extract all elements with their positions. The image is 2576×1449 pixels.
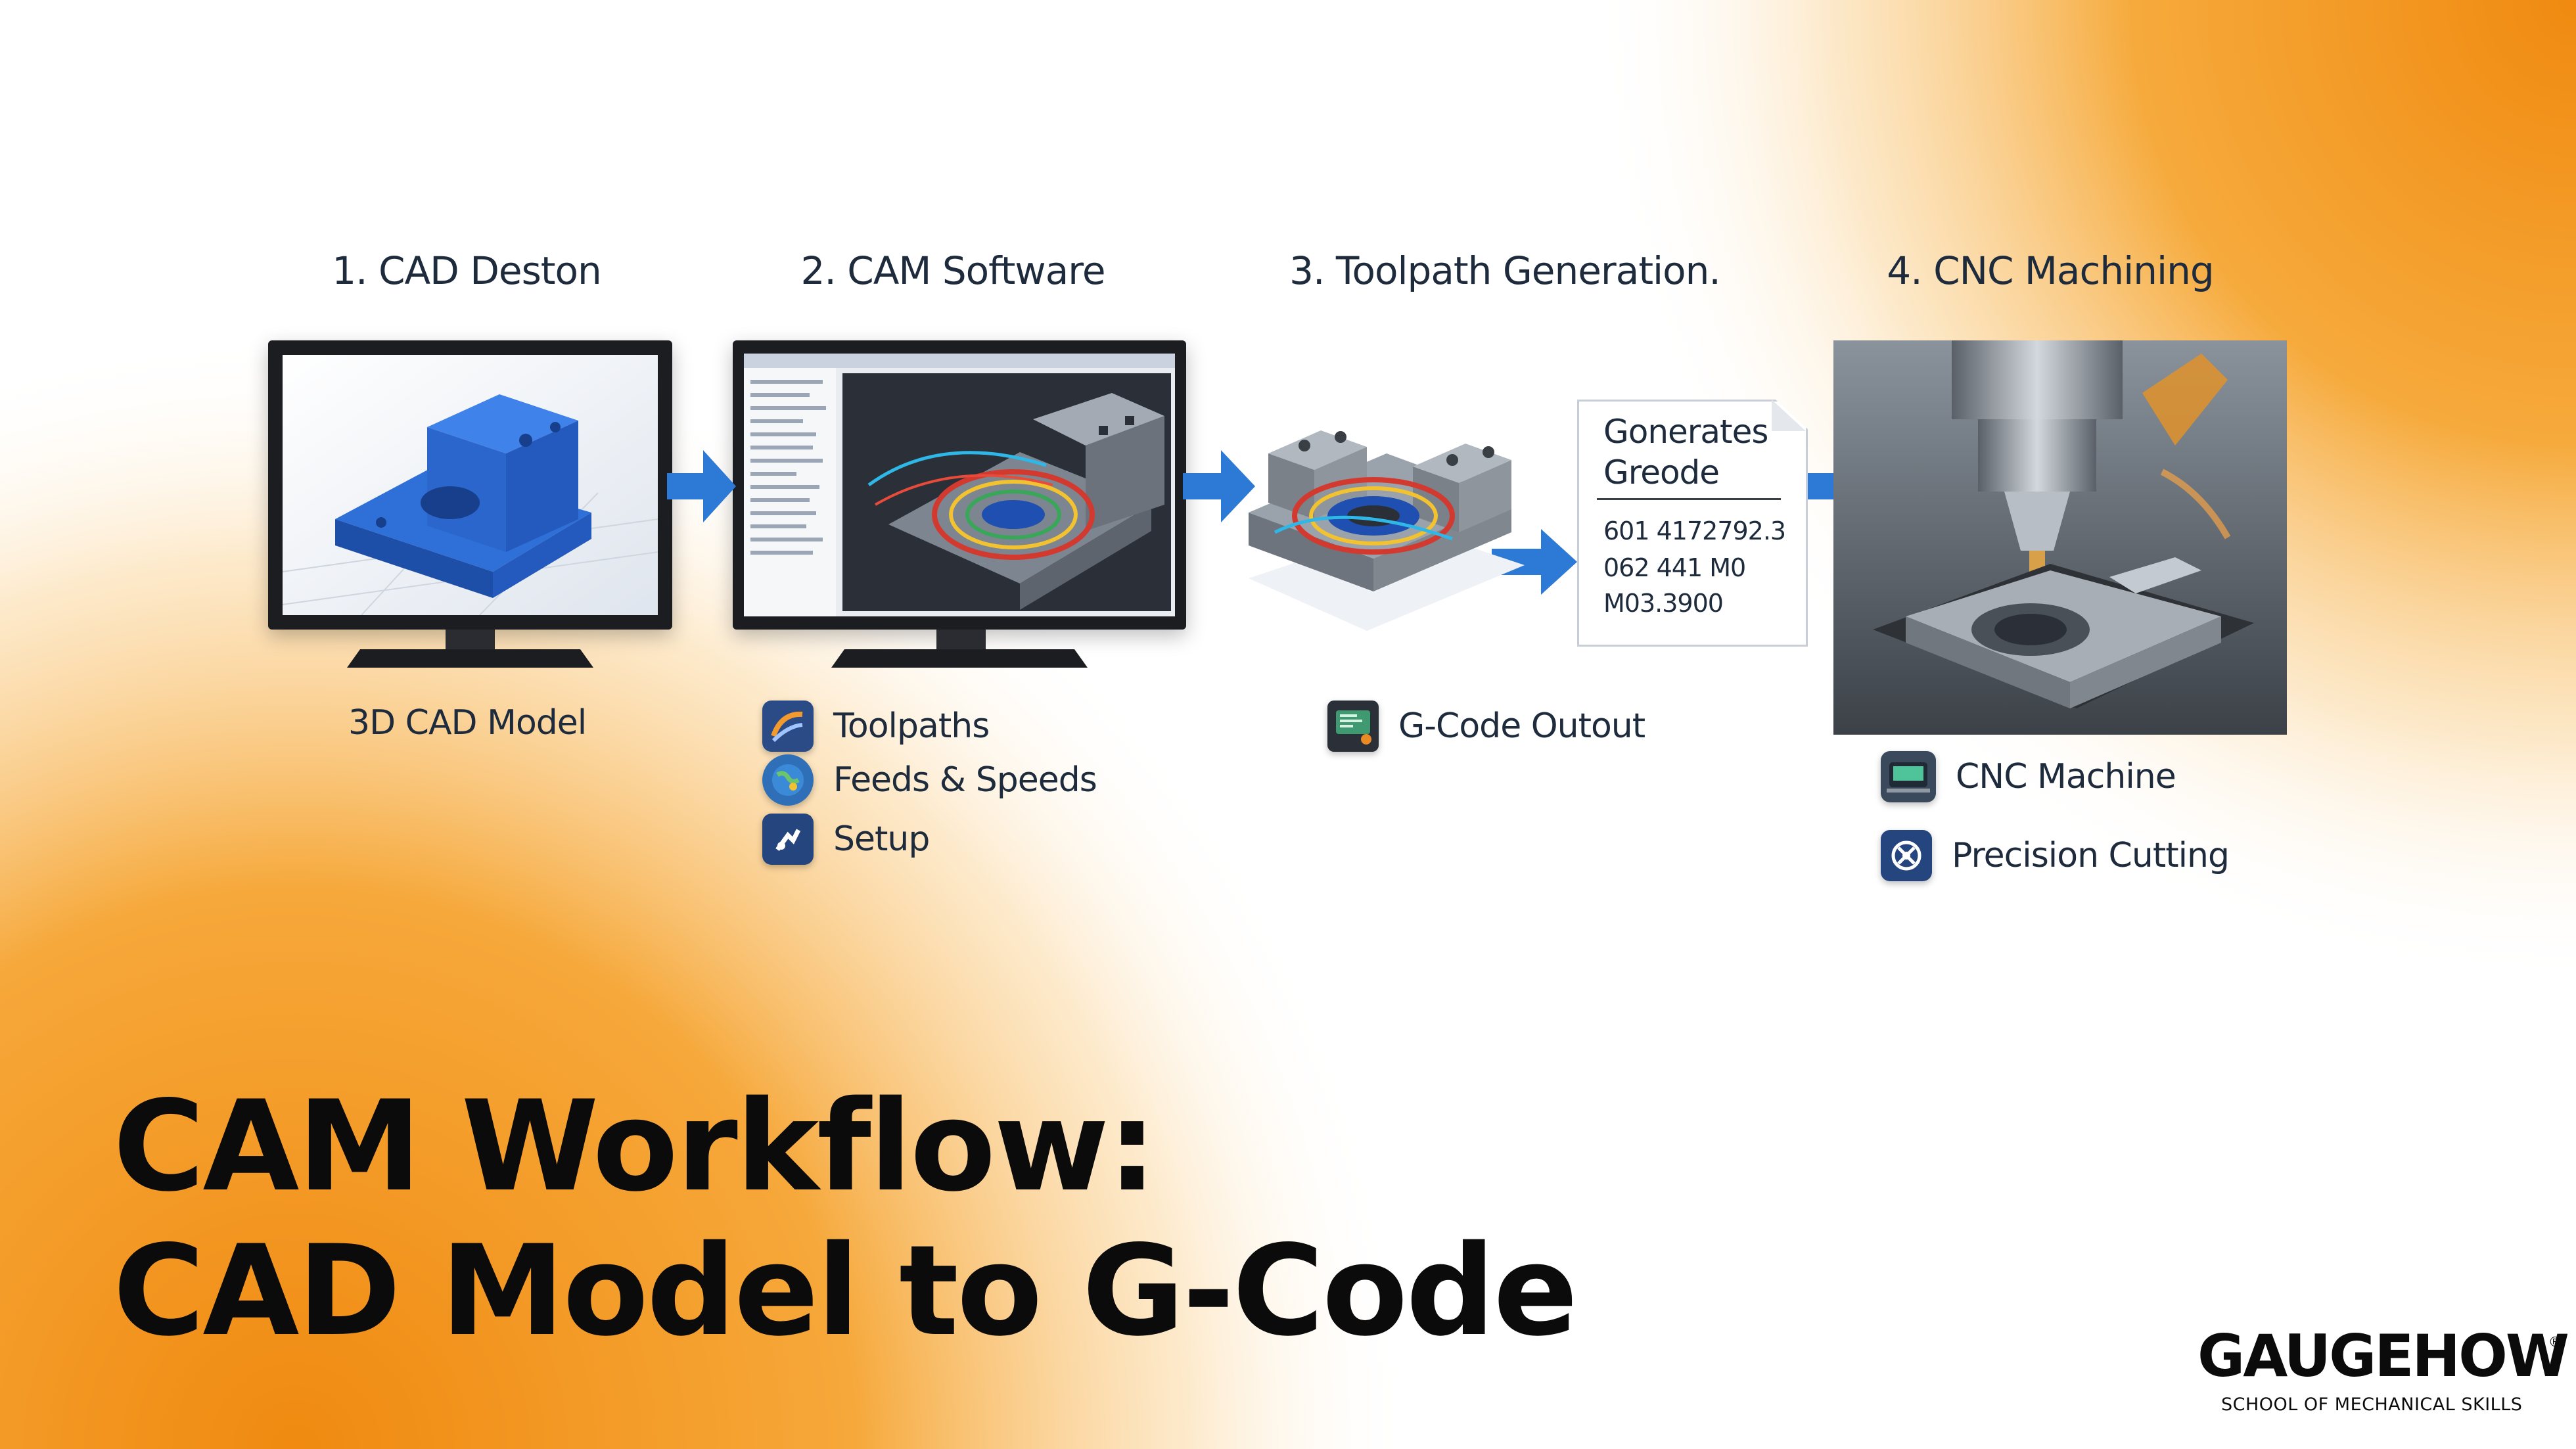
cam-software-screen [744, 354, 1175, 616]
step-1-title: 1. CAD Deston [332, 248, 602, 293]
step-1-caption: 3D CAD Model [348, 703, 587, 743]
gcode-line-3: M03.3900 [1603, 589, 1724, 618]
toolpath-part-illustration [1249, 430, 1525, 631]
gcode-heading-divider [1597, 498, 1781, 500]
feature-label-feeds-speeds: Feeds & Speeds [833, 760, 1097, 800]
brand-registered-mark: ® [2548, 1334, 2562, 1350]
step-2-title: 2. CAM Software [800, 248, 1105, 293]
cad-model-screen [283, 355, 658, 615]
gcode-heading-line-1: Gonerates [1603, 413, 1768, 451]
gcode-line-2: 062 441 M0 [1603, 553, 1746, 582]
computer-terminal-icon [1327, 701, 1379, 752]
feature-precision-cutting: Precision Cutting [1881, 828, 2230, 883]
arrow-1 [667, 450, 736, 522]
feature-label-toolpaths: Toolpaths [833, 706, 990, 746]
headline-line-2: CAD Model to G-Code [113, 1218, 1578, 1364]
toolpath-icon [762, 701, 814, 752]
arrow-3 [1492, 529, 1577, 595]
setup-icon [762, 814, 814, 865]
brand-tagline: SCHOOL OF MECHANICAL SKILLS [2221, 1394, 2523, 1415]
globe-icon [762, 754, 814, 806]
cam-monitor-stand [831, 630, 1088, 668]
feature-setup: Setup [762, 812, 930, 867]
gcode-output: G-Code Outout [1327, 699, 1645, 754]
step-3-title: 3. Toolpath Generation. [1289, 248, 1721, 293]
feature-label-cnc-machine: CNC Machine [1956, 757, 2176, 796]
feature-toolpaths: Toolpaths [762, 699, 990, 754]
feature-feeds-speeds: Feeds & Speeds [762, 752, 1097, 808]
gcode-document [1577, 400, 1808, 647]
feature-cnc-machine: CNC Machine [1881, 749, 2176, 804]
gcode-line-1: 601 4172792.3 [1603, 517, 1786, 545]
headline-line-1: CAM Workflow: [113, 1074, 1157, 1219]
cnc-machine-icon [1881, 751, 1936, 802]
feature-label-precision-cutting: Precision Cutting [1952, 836, 2230, 875]
brand-logo-name: GAUGEHOW [2197, 1322, 2569, 1390]
cad-monitor-stand [347, 630, 593, 668]
gcode-heading-line-2: Greode [1603, 453, 1720, 492]
cnc-machining-photo [1833, 340, 2287, 735]
arrow-2 [1183, 450, 1255, 522]
gcode-output-label: G-Code Outout [1398, 706, 1645, 746]
step-4-title: 4. CNC Machining [1887, 248, 2214, 293]
cutting-tool-icon [1881, 830, 1932, 881]
feature-label-setup: Setup [833, 819, 930, 859]
